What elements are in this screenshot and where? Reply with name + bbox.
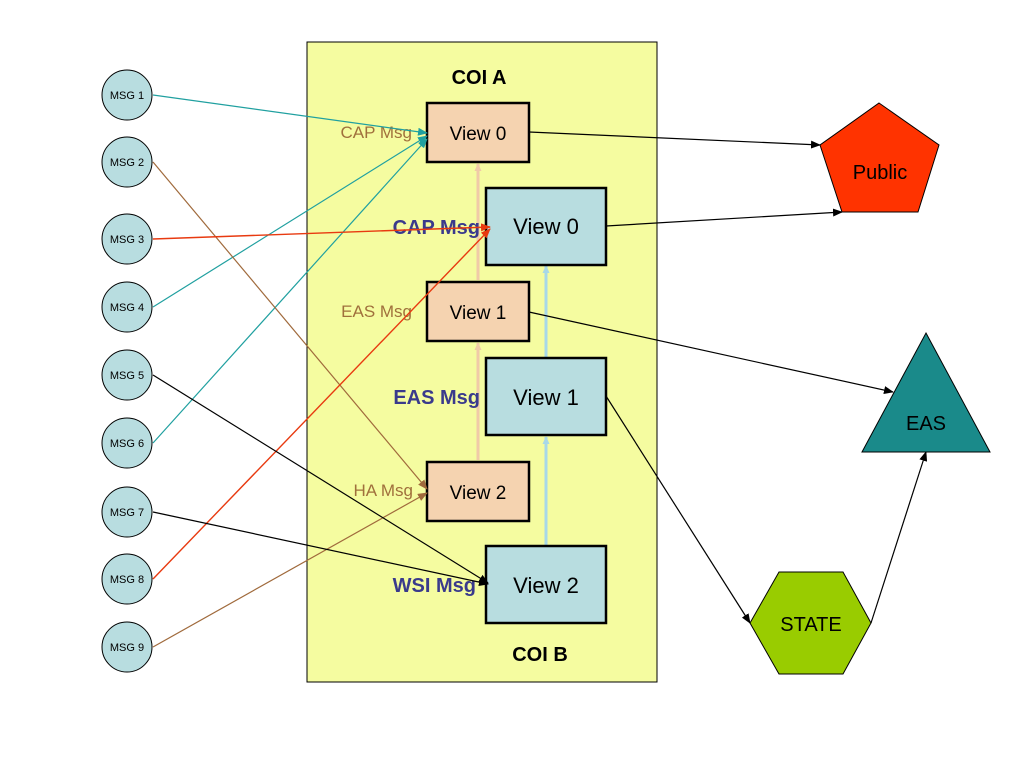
coi-b-view-2-label: View 2 — [513, 573, 579, 598]
msg-node-7[interactable]: MSG 7 — [101, 486, 153, 538]
state-target-label: STATE — [780, 614, 841, 636]
coi-a-label-eas: EAS Msg — [341, 302, 412, 321]
coi-b-view-1[interactable] — [484, 356, 608, 437]
edge-a-view0-to-public — [528, 131, 821, 149]
coi-b-view-0-label: View 0 — [513, 214, 579, 239]
eas-target-label: EAS — [906, 413, 946, 435]
coi-a-view-1[interactable] — [425, 280, 531, 343]
msg-node-8-label: MSG 8 — [110, 574, 144, 586]
coi-b-view-1-label: View 1 — [513, 385, 579, 410]
edge-msg2-to-a-view2 — [152, 161, 428, 490]
coi-b-title: COI B — [512, 644, 568, 666]
msg-node-7-label: MSG 7 — [110, 507, 144, 519]
public-target-label: Public — [853, 162, 907, 184]
edge-msg9-to-a-view2 — [152, 492, 428, 648]
edge-b-view0-to-public — [605, 208, 843, 227]
coi-a-label-cap: CAP Msg — [341, 123, 413, 142]
msg-node-2-label: MSG 2 — [110, 157, 144, 169]
edge-msg1-to-a-view0 — [152, 94, 428, 136]
msg-node-9-label: MSG 9 — [110, 642, 144, 654]
edge-msg6-to-a-view0 — [152, 138, 428, 444]
coi-a-view-0-label: View 0 — [450, 124, 507, 145]
msg-node-3[interactable]: MSG 3 — [101, 213, 153, 265]
coi-b-view-2[interactable] — [484, 544, 608, 625]
msg-node-5[interactable]: MSG 5 — [101, 349, 153, 401]
edge-msg8-to-b-view0 — [152, 228, 491, 580]
eas-target[interactable]: EAS — [861, 331, 991, 453]
coi-b-label-eas: EAS Msg — [393, 387, 480, 409]
msg-node-6-label: MSG 6 — [110, 438, 144, 450]
public-target[interactable]: Public — [819, 102, 940, 213]
msg-node-9[interactable]: MSG 9 — [101, 621, 153, 673]
coi-a-label-ha: HA Msg — [353, 481, 413, 500]
coi-a-view-1-label: View 1 — [450, 303, 507, 324]
coi-b-label-cap: CAP Msg — [393, 217, 480, 239]
msg-node-3-label: MSG 3 — [110, 234, 144, 246]
msg-node-4-label: MSG 4 — [110, 302, 144, 314]
edge-msg4-to-a-view0 — [152, 135, 428, 308]
msg-node-6[interactable]: MSG 6 — [101, 417, 153, 469]
msg-node-2[interactable]: MSG 2 — [101, 136, 153, 188]
msg-node-1[interactable]: MSG 1 — [101, 69, 153, 121]
coi-b-label-wsi: WSI Msg — [393, 575, 476, 597]
state-target[interactable]: STATE — [749, 571, 872, 675]
coi-a-title: COI A — [452, 67, 507, 89]
coi-a-view-2[interactable] — [425, 460, 531, 523]
coi-a-view-0[interactable] — [425, 101, 531, 164]
edge-state-to-eas — [870, 451, 928, 624]
msg-node-1-label: MSG 1 — [110, 90, 144, 102]
msg-node-8[interactable]: MSG 8 — [101, 553, 153, 605]
msg-node-4[interactable]: MSG 4 — [101, 281, 153, 333]
edge-msg7-to-b-view2 — [152, 511, 489, 587]
msg-node-5-label: MSG 5 — [110, 370, 144, 382]
edge-a-view1-to-eas — [528, 311, 894, 394]
edge-msg3-to-b-view0 — [152, 223, 491, 240]
edge-msg5-to-b-view2 — [152, 374, 489, 584]
coi-a-view-2-label: View 2 — [450, 483, 507, 504]
edge-b-view1-to-state — [605, 395, 751, 624]
